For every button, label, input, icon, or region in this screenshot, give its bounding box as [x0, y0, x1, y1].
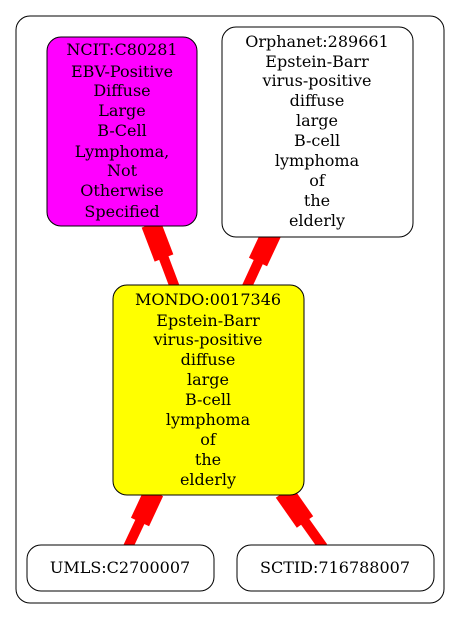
node-umls[interactable]: UMLS:C2700007 [26, 544, 215, 592]
node-umls-line: UMLS:C2700007 [50, 558, 190, 577]
edge-mondo-umls [123, 487, 164, 550]
node-mondo-line: of [200, 430, 217, 449]
node-ncit-line: Not [107, 161, 138, 180]
node-sctid[interactable]: SCTID:716788007 [236, 544, 435, 592]
node-mondo-line: Epstein-Barr [156, 311, 260, 330]
node-ncit-line: Specified [84, 202, 159, 221]
node-orphanet-line: Epstein-Barr [265, 52, 369, 71]
node-orphanet-line: elderly [289, 211, 345, 230]
node-orphanet-line: lymphoma [275, 151, 360, 170]
edge-ncit-mondo-tee [141, 220, 174, 262]
node-ncit-line: Otherwise [80, 181, 163, 200]
node-mondo[interactable]: MONDO:0017346 Epstein-Barr virus-positiv… [112, 284, 305, 496]
node-mondo-box [112, 284, 305, 496]
edge-ncit-mondo [141, 220, 182, 295]
node-ncit-line: NCIT:C80281 [66, 40, 177, 59]
node-mondo-line: elderly [180, 470, 236, 489]
node-mondo-line: MONDO:0017346 [135, 290, 281, 309]
node-umls-box [26, 544, 215, 592]
node-mondo-line: lymphoma [166, 410, 251, 429]
node-ncit-line: Lymphoma, [75, 142, 170, 161]
node-orphanet-line: of [309, 171, 326, 190]
node-ncit-box [46, 36, 198, 227]
node-orphanet-line: virus-positive [262, 71, 372, 90]
node-orphanet[interactable]: Orphanet:289661 Epstein-Barr virus-posit… [221, 26, 414, 238]
edge-mondo-sctid-tee [275, 486, 314, 528]
node-mondo-line: the [195, 450, 221, 469]
node-mondo-line: B-cell [185, 390, 231, 409]
node-orphanet-box [221, 26, 414, 238]
node-ncit[interactable]: NCIT:C80281 EBV-Positive Diffuse Large B… [46, 36, 198, 227]
edge-mondo-umls-tee [130, 487, 164, 527]
node-ncit-line: Large [98, 101, 146, 120]
node-orphanet-line: B-cell [294, 131, 340, 150]
node-sctid-line: SCTID:716788007 [260, 558, 410, 577]
node-mondo-line: virus-positive [153, 330, 263, 349]
node-ncit-line: Diffuse [93, 81, 150, 100]
node-mondo-line: diffuse [181, 350, 236, 369]
node-sctid-box [236, 544, 435, 592]
edge-mondo-sctid [275, 486, 328, 550]
node-orphanet-line: diffuse [290, 91, 345, 110]
node-ncit-line: B-Cell [97, 121, 146, 140]
node-ncit-line: EBV-Positive [71, 62, 173, 81]
node-orphanet-line: Orphanet:289661 [245, 32, 389, 51]
node-mondo-line: large [187, 370, 229, 389]
node-orphanet-line: large [296, 111, 338, 130]
node-orphanet-line: the [304, 191, 330, 210]
